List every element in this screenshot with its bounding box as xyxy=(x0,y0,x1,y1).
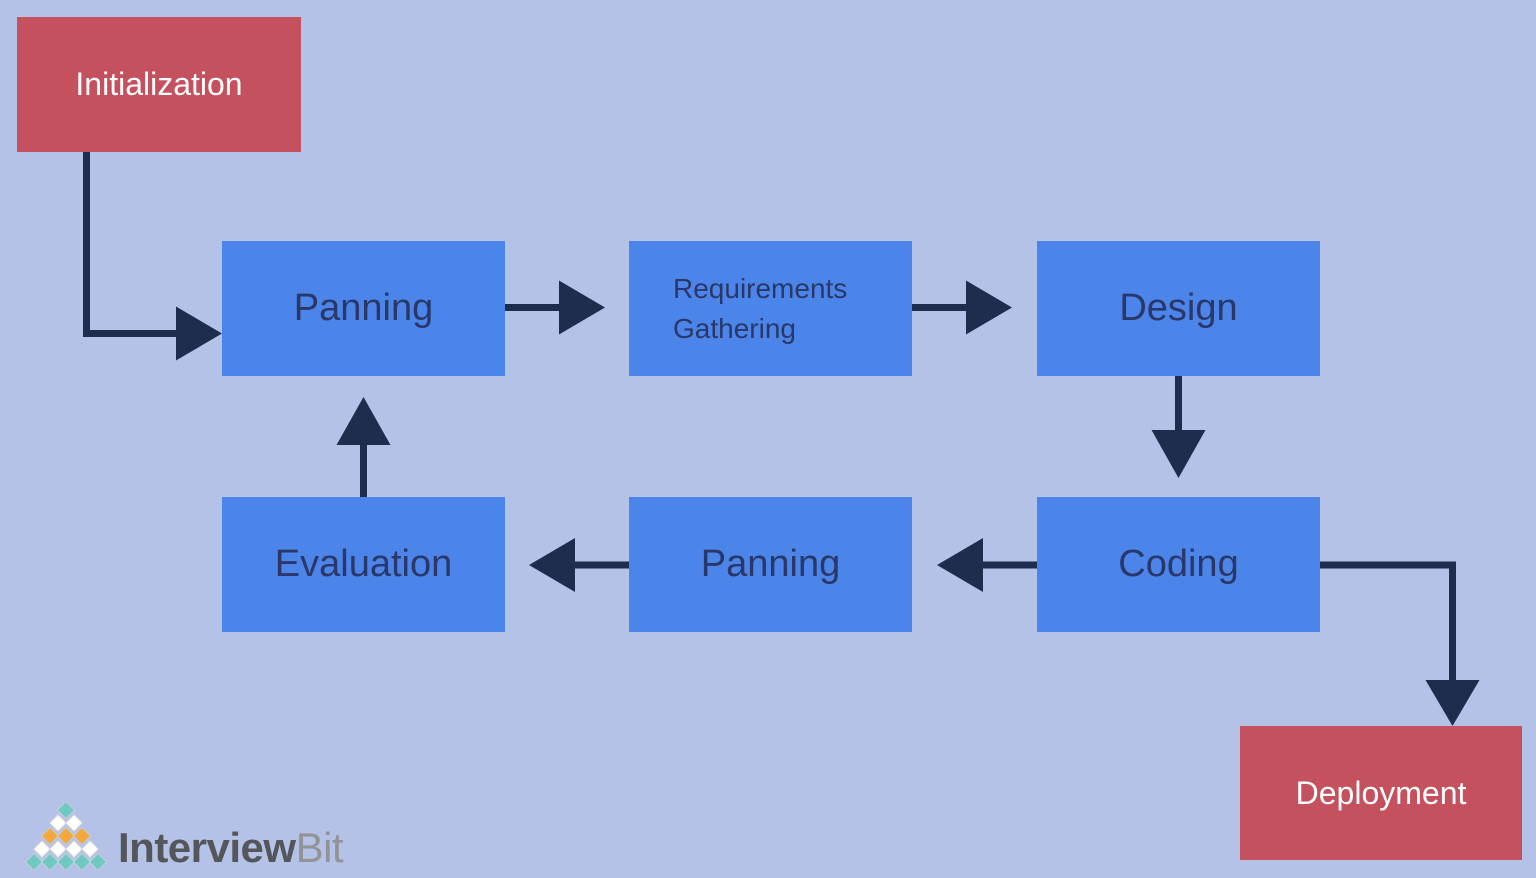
node-panning-bottom: Panning xyxy=(629,497,912,632)
node-requirements-gathering: Requirements Gathering xyxy=(629,241,912,376)
node-deployment-label: Deployment xyxy=(1295,774,1467,811)
node-panning-top: Panning xyxy=(222,241,505,376)
node-design-label: Design xyxy=(1119,287,1238,329)
arrow-coding-to-deployment xyxy=(1320,561,1480,726)
node-coding: Coding xyxy=(1037,497,1320,632)
arrow-design-to-coding xyxy=(1151,376,1206,478)
node-requirements-label-line-2: Gathering xyxy=(673,312,796,344)
interviewbit-wordmark: InterviewBit xyxy=(118,824,344,871)
arrow-panning-bottom-to-evaluation xyxy=(529,538,629,592)
brand-text-interview: Interview xyxy=(118,824,296,871)
arrow-requirements-to-design xyxy=(912,280,1012,335)
node-panning-top-label: Panning xyxy=(293,287,434,329)
arrow-panning-to-requirements xyxy=(505,280,605,335)
arrow-initialization-to-panning xyxy=(83,151,222,361)
node-panning-bottom-label: Panning xyxy=(700,543,841,585)
node-initialization: Initialization xyxy=(17,17,301,152)
brand-text-bit: Bit xyxy=(295,824,344,871)
node-evaluation: Evaluation xyxy=(222,497,505,632)
node-design: Design xyxy=(1037,241,1320,376)
interviewbit-logo: InterviewBit xyxy=(24,801,344,871)
node-initialization-label: Initialization xyxy=(75,66,243,102)
node-evaluation-label: Evaluation xyxy=(274,543,453,585)
interviewbit-pyramid-icon xyxy=(24,801,108,871)
node-coding-label: Coding xyxy=(1118,543,1239,585)
node-deployment: Deployment xyxy=(1240,726,1522,860)
arrow-evaluation-to-panning-top xyxy=(336,397,391,497)
arrow-coding-to-panning-bottom xyxy=(937,538,1037,592)
node-requirements-label-line-1: Requirements xyxy=(673,272,848,304)
